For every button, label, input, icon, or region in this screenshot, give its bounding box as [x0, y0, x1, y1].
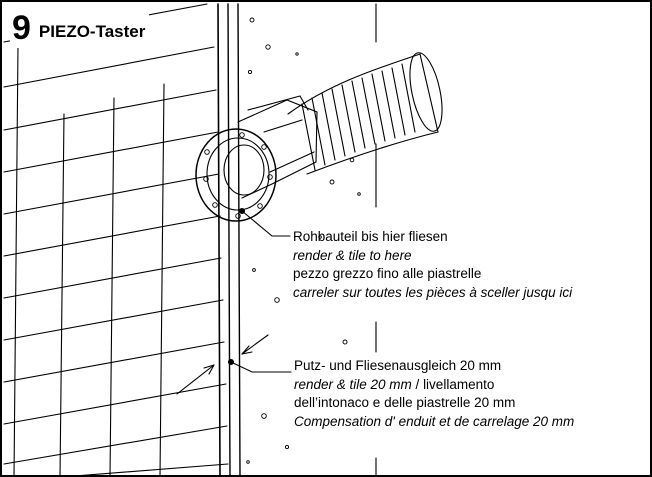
step-title: PIEZO-Taster: [38, 21, 146, 41]
callout-tile-it: pezzo grezzo fino alle piastrelle: [293, 266, 482, 281]
callout-tile-de: Rohbauteil bis hier fliesen: [293, 229, 448, 244]
callout-comp-fr: Compensation d' enduit et de carrelage 2…: [294, 413, 575, 429]
leader-lines: [227, 207, 292, 373]
plaster-speckles: [246, 17, 361, 464]
conduit-tube: [287, 52, 443, 175]
callout-comp-separator: /: [411, 376, 424, 392]
callout-comp-it-a: livellamento: [423, 376, 495, 392]
step-heading: 9 PIEZO-Taster: [10, 8, 150, 48]
tile-wall: [3, 3, 229, 475]
callout-tile-fr: carreler sur toutes les pièces à sceller…: [293, 284, 573, 300]
callout-comp-en: render & tile 20 mm: [294, 376, 412, 392]
callout-tile-to-here: Rohbauteil bis hier fliesen render & til…: [293, 228, 572, 302]
step-number: 9: [12, 9, 31, 47]
callout-tile-en: render & tile to here: [293, 247, 412, 263]
callout-compensation: Putz- und Fliesenausgleich 20 mm render …: [294, 357, 574, 431]
dimension-arrows: [176, 334, 269, 395]
piezo-fitting: [195, 95, 318, 222]
callout-comp-it-b: dell’intonaco e delle piastrelle 20 mm: [294, 395, 516, 410]
callout-comp-en-it: render & tile 20 mm / livellamento: [294, 376, 574, 395]
wall-layers: [217, 3, 377, 475]
callout-comp-de: Putz- und Fliesenausgleich 20 mm: [294, 358, 502, 373]
